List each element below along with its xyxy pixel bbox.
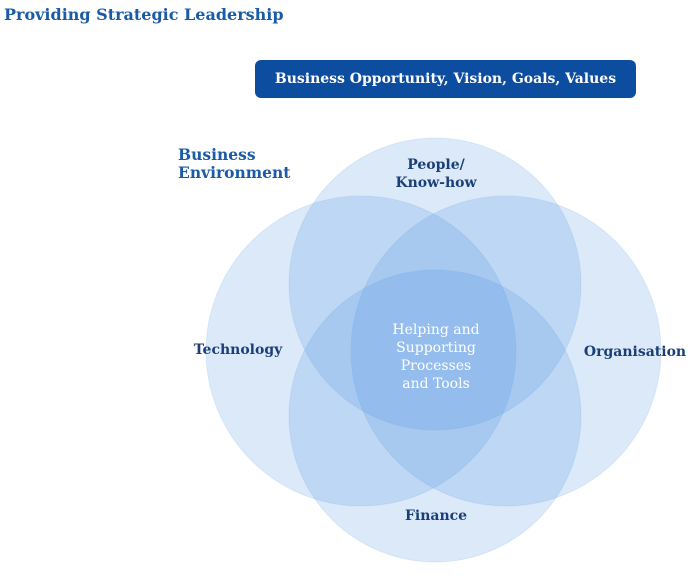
vision-banner: Business Opportunity, Vision, Goals, Val… — [255, 60, 636, 98]
organisation-label: Organisation — [583, 344, 687, 360]
circle-people — [288, 137, 582, 431]
people-label-line2: Know-how — [395, 175, 477, 191]
center-label-line3: Processes — [400, 358, 472, 374]
business-environment-line2: Environment — [178, 163, 291, 182]
circle-technology — [205, 195, 517, 507]
people-know-how-label: People/ Know-how — [376, 156, 496, 192]
circle-organisation — [350, 195, 662, 507]
center-label: Helping and Supporting Processes and Too… — [376, 321, 496, 393]
vision-banner-label: Business Opportunity, Vision, Goals, Val… — [274, 71, 617, 87]
business-environment-label: Business Environment — [178, 146, 290, 182]
circle-finance — [288, 269, 582, 563]
people-label-line1: People/ — [407, 157, 465, 173]
page-title: Providing Strategic Leadership — [4, 5, 284, 24]
center-label-line4: and Tools — [402, 376, 470, 392]
center-label-line1: Helping and — [392, 322, 480, 338]
center-label-line2: Supporting — [396, 340, 476, 356]
business-environment-line1: Business — [178, 145, 256, 164]
technology-label: Technology — [193, 342, 283, 358]
finance-label: Finance — [404, 508, 468, 524]
